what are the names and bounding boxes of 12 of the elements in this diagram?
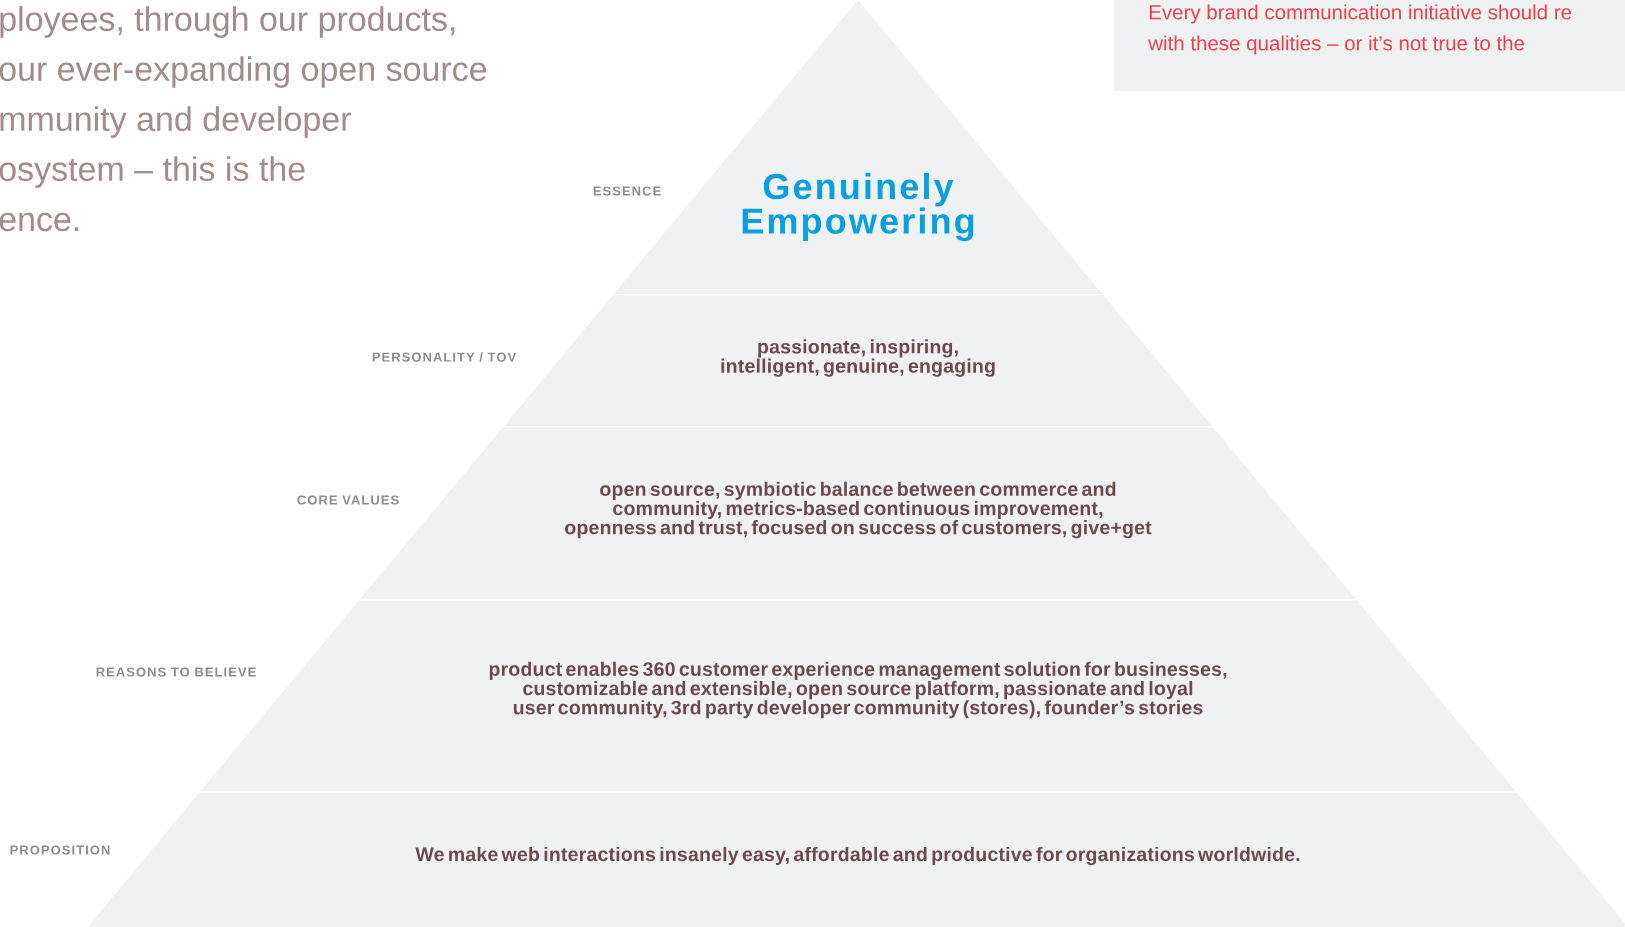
intro-text: ence. bbox=[0, 212, 79, 232]
node-label: product enables 360 customer experience management solution for businesses, customizable and extensible, open source platform, passionate and loyal user community, 3rd party developer community (stores), founder’s stories bbox=[489, 661, 1227, 719]
node-label: passionate, inspiring, intelligent, genuine, engaging bbox=[721, 339, 995, 377]
intro-text: our ever-expanding open source bbox=[0, 56, 487, 88]
intro-text: osystem – this is the bbox=[0, 156, 305, 188]
node-label: open source, symbiotic balance between commerce and community, metrics-based continuous improvement, openness and trust, focused on success of customers, give+get bbox=[565, 481, 1152, 539]
note-panel: Every brand communication initiative should re with these qualities – or it’s not true to the bbox=[1114, 0, 1625, 91]
node-label: We make web interactions insanely easy, affordable and productive for organizations worldwide. bbox=[415, 846, 1300, 866]
intro-text: ployees, through our products, bbox=[0, 6, 455, 38]
tier-label: PROPOSITION bbox=[10, 845, 110, 855]
intro-text: mmunity and developer bbox=[0, 106, 351, 138]
node-label: Genuinely Empowering bbox=[742, 172, 974, 242]
